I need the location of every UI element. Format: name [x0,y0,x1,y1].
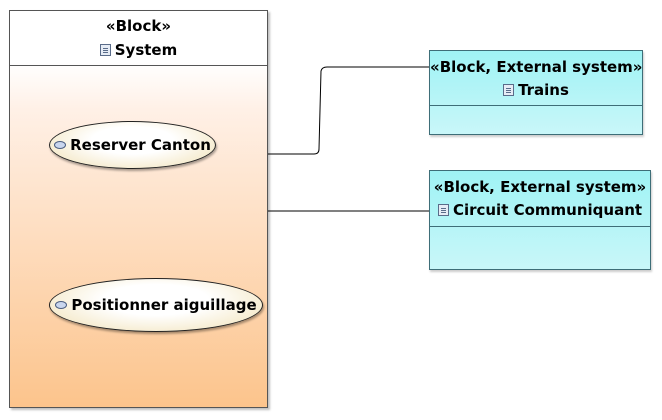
system-block-header: «Block» System [10,11,267,66]
external-block-stereotype: «Block, External system» [430,58,643,76]
block-icon [503,84,515,96]
system-name: System [114,41,178,59]
system-stereotype: «Block» [105,17,172,35]
system-name-row: System [99,41,178,59]
external-block-stereotype: «Block, External system» [433,178,647,196]
use-case-positionner-aiguillage[interactable]: Positionner aiguillage [49,278,263,332]
external-block-name-row: Trains [503,81,569,99]
external-block-header: «Block, External system» Circuit Communi… [430,171,650,227]
use-case-icon [55,301,68,309]
external-block-name: Circuit Communiquant [452,201,643,219]
use-case-icon [54,141,67,149]
external-block-circuit-communiquant[interactable]: «Block, External system» Circuit Communi… [429,170,651,270]
system-block[interactable]: «Block» System [9,10,268,408]
use-case-label-row: Reserver Canton [54,136,211,154]
external-block-trains[interactable]: «Block, External system» Trains [429,50,643,135]
use-case-label: Positionner aiguillage [71,296,257,314]
block-icon [99,44,111,56]
external-block-header: «Block, External system» Trains [430,51,642,106]
external-block-name: Trains [518,81,569,99]
use-case-label: Reserver Canton [70,136,211,154]
use-case-label-row: Positionner aiguillage [55,296,257,314]
use-case-reserver-canton[interactable]: Reserver Canton [49,121,216,169]
block-icon [437,204,449,216]
external-block-name-row: Circuit Communiquant [437,201,643,219]
